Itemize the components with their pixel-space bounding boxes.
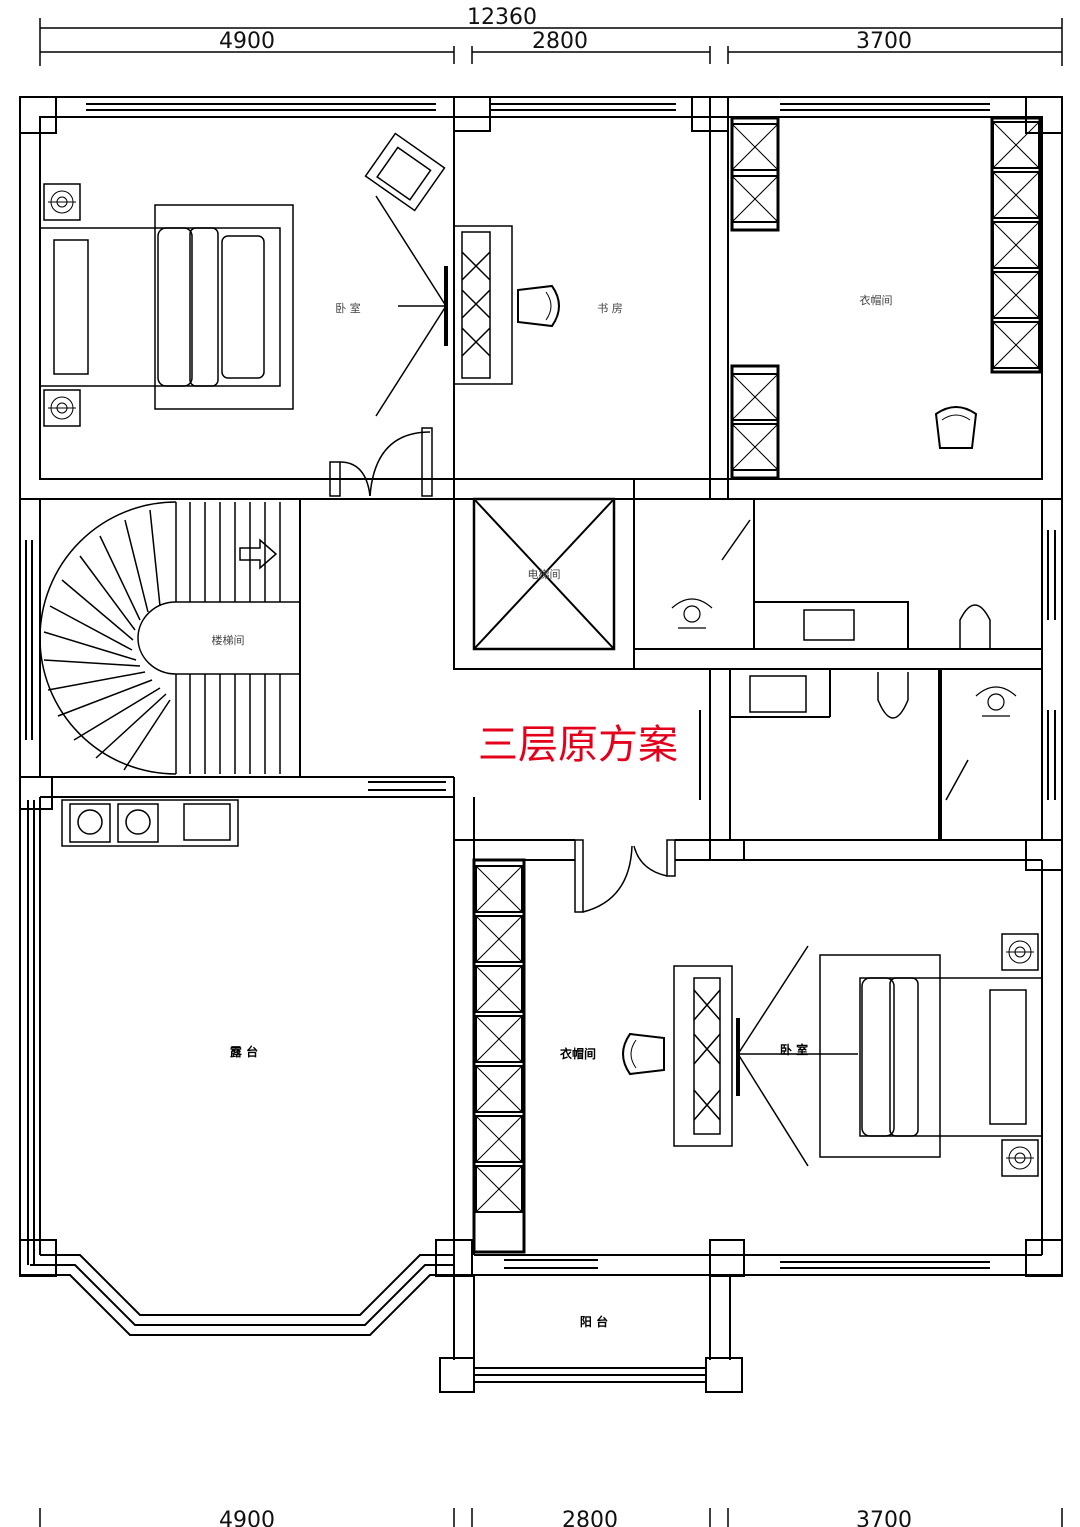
wardrobe-closet-1-right bbox=[990, 116, 1042, 374]
room-label-elevator: 电梯间 bbox=[528, 568, 561, 581]
dim-bottom-1: 4900 bbox=[219, 1508, 275, 1527]
wardrobe-closet-1-left bbox=[730, 116, 780, 480]
plant-icon bbox=[671, 598, 1017, 717]
wc-fixtures bbox=[721, 519, 991, 801]
room-label-bedroom-2: 卧 室 bbox=[780, 1042, 808, 1057]
bed-2 bbox=[819, 954, 1043, 1158]
dim-top-1: 4900 bbox=[219, 29, 275, 54]
room-label-stair: 楼梯间 bbox=[212, 633, 245, 647]
lamp-icon bbox=[43, 389, 81, 427]
room-label-balcony: 阳 台 bbox=[580, 1314, 608, 1329]
dim-total: 12360 bbox=[467, 5, 537, 30]
wardrobe-closet-2 bbox=[472, 858, 526, 1254]
chair-icon bbox=[622, 1033, 665, 1075]
chair-icon bbox=[517, 285, 560, 327]
bed-1 bbox=[39, 204, 294, 410]
dim-top-3: 3700 bbox=[856, 29, 912, 54]
dim-top-2: 2800 bbox=[532, 29, 588, 54]
room-label-bedroom-1: 卧 室 bbox=[335, 301, 361, 315]
room-label-closet-2: 衣帽间 bbox=[560, 1046, 596, 1061]
study-desk-2 bbox=[673, 945, 858, 1167]
dim-bottom-2: 2800 bbox=[562, 1508, 618, 1527]
study-desk bbox=[375, 195, 513, 417]
spiral-stair bbox=[39, 501, 300, 775]
doors bbox=[329, 427, 676, 913]
room-label-closet-1: 衣帽间 bbox=[860, 293, 893, 307]
room-label-terrace: 露 台 bbox=[230, 1044, 258, 1059]
lamp-icon bbox=[1001, 1139, 1039, 1177]
lamp-icon bbox=[1001, 933, 1039, 971]
armchair-icon bbox=[364, 132, 446, 212]
dim-bottom-3: 3700 bbox=[856, 1508, 912, 1527]
kitchen-counter bbox=[61, 799, 239, 847]
plan-title: 三层原方案 bbox=[478, 722, 678, 768]
room-label-study: 书 房 bbox=[597, 302, 623, 315]
lamp-icon bbox=[43, 183, 81, 221]
dimension-lines bbox=[39, 18, 1063, 1527]
chair-icon bbox=[935, 406, 977, 449]
